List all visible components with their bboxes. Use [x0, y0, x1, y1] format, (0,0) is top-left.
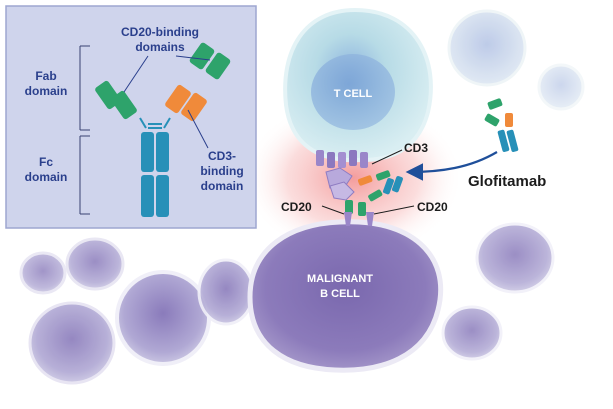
cd20-fab-arm-left	[95, 80, 137, 120]
cd20-fab-arm-upper	[189, 42, 231, 80]
domain-brackets	[79, 45, 90, 215]
cd20-binding-label-line1: CD20-binding	[121, 25, 199, 39]
free-glofitamab-molecule	[484, 98, 519, 152]
bound-glofitamab	[345, 170, 403, 216]
fc-region	[141, 132, 169, 217]
t-cell: T CELL	[283, 7, 433, 163]
cd20-left-label: CD20	[281, 200, 312, 214]
cd20-receptors	[344, 212, 374, 226]
fab-domain-label-line2: domain	[25, 84, 68, 98]
cd3-receptors	[316, 150, 368, 201]
hinge	[139, 117, 171, 129]
fab-domain-label-line1: Fab	[35, 69, 56, 83]
cd20-right-label: CD20	[417, 200, 448, 214]
cd3-binding-label-line1: CD3-	[208, 149, 236, 163]
cd3-fab-arm	[165, 84, 207, 122]
cd3-binding-label-line2: binding	[200, 164, 243, 178]
inset-background	[5, 5, 257, 229]
cd20-binding-label-line2: domains	[135, 40, 185, 54]
cd3-binding-label-line3: domain	[201, 179, 244, 193]
small-b-cell	[115, 270, 211, 366]
inset-leaders	[123, 55, 211, 149]
binding-arrow	[405, 151, 498, 181]
cd3-label: CD3	[404, 141, 428, 155]
small-b-cell	[475, 222, 555, 294]
distant-t-cell	[447, 9, 527, 87]
fc-domain-label-line2: domain	[25, 170, 68, 184]
t-cell-nucleus	[311, 54, 395, 130]
background-cells	[19, 9, 585, 385]
label-leaders	[321, 149, 415, 215]
glofitamab-label: Glofitamab	[468, 173, 546, 190]
small-b-cell	[28, 301, 116, 385]
small-b-cell	[65, 237, 125, 291]
fc-domain-label-line1: Fc	[39, 155, 53, 169]
small-b-cell	[19, 251, 67, 295]
b-cell-label-line1: MALIGNANT	[307, 273, 373, 285]
small-b-cell	[197, 258, 255, 326]
b-cell-label-line2: B CELL	[320, 288, 360, 300]
t-cell-label: T CELL	[334, 88, 373, 100]
distant-t-cell	[537, 63, 585, 111]
small-b-cell	[441, 305, 503, 361]
malignant-b-cell: MALIGNANT B CELL	[247, 219, 444, 373]
antibody-structure-inset: CD20-binding domains Fab domain Fc domai…	[5, 5, 257, 229]
